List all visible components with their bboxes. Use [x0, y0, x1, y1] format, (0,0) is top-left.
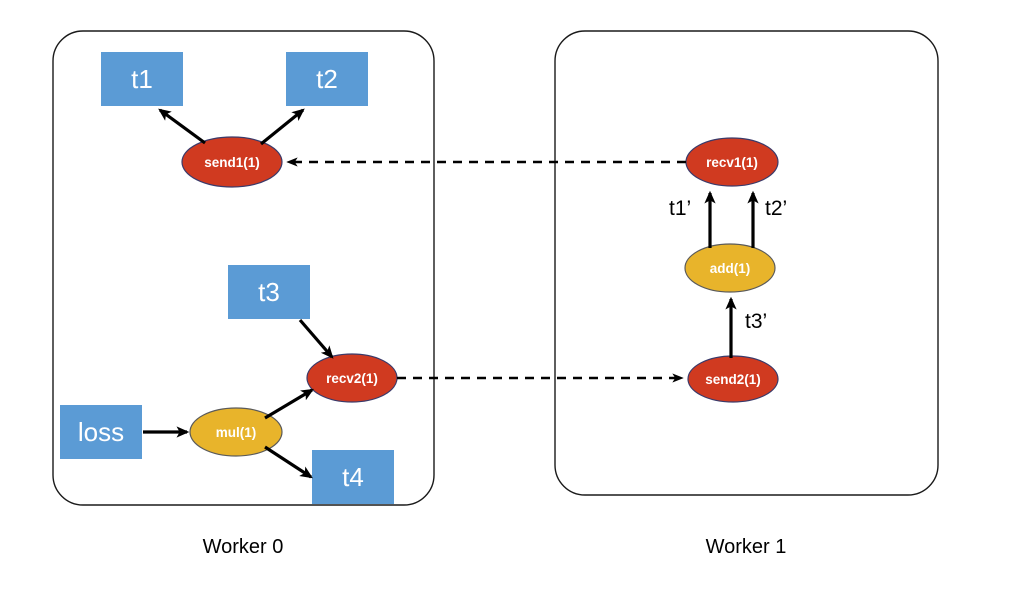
edge-t3-to-recv2 [298, 318, 334, 359]
worker-0-container [52, 30, 435, 506]
node-t2[interactable] [286, 52, 368, 106]
edge-mul-to-t4 [264, 445, 313, 479]
worker-0-label: Worker 0 [202, 536, 284, 558]
node-recv1[interactable] [685, 137, 779, 187]
worker-1-label: Worker 1 [705, 536, 787, 558]
node-add[interactable] [684, 243, 776, 293]
edge-send1-to-t1 [158, 108, 206, 145]
node-t3[interactable] [228, 265, 310, 319]
edge-label-t2-prime: t2’ [765, 197, 788, 220]
edge-mul-to-recv2 [264, 388, 314, 420]
edge-label-t1-prime: t1’ [669, 197, 692, 220]
worker-1-container [554, 30, 939, 496]
node-recv2[interactable] [306, 353, 398, 403]
edge-send1-to-t2 [259, 108, 305, 146]
node-send1[interactable] [181, 136, 283, 188]
node-send2[interactable] [687, 355, 779, 403]
edge-label-t3-prime: t3’ [745, 310, 768, 333]
node-t1[interactable] [101, 52, 183, 106]
node-mul[interactable] [189, 407, 283, 457]
node-loss[interactable] [60, 405, 142, 459]
node-t4[interactable] [312, 450, 394, 504]
